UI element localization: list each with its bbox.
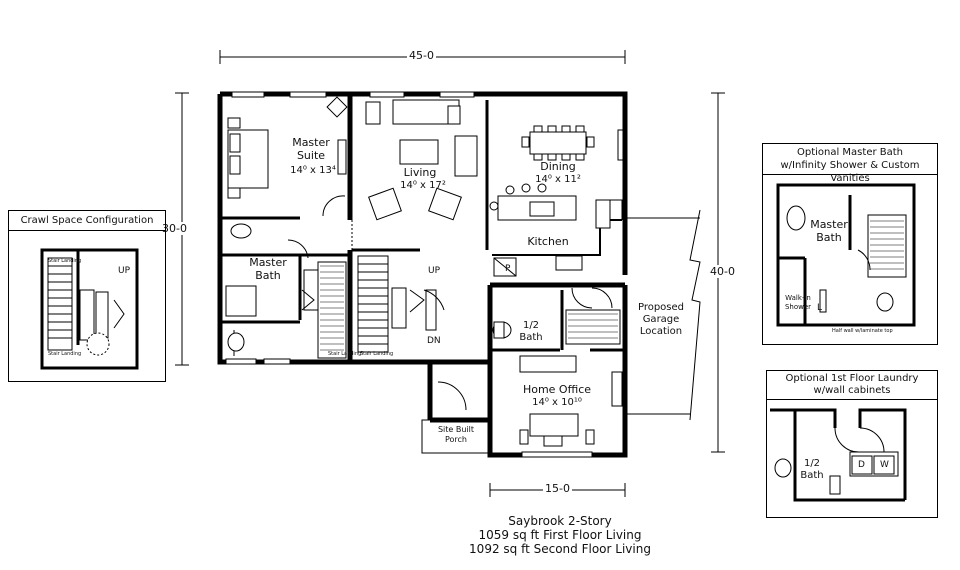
room-kitchen: Kitchen bbox=[527, 235, 569, 248]
garage-label: Proposed Garage Location bbox=[637, 302, 685, 337]
room-dining-size: 14⁰ x 11² bbox=[535, 174, 581, 185]
room-home-office-size: 14⁰ x 10¹⁰ bbox=[532, 397, 582, 408]
crawl-space-inset: Crawl Space Configuration bbox=[8, 210, 166, 382]
stairs bbox=[357, 255, 445, 353]
washer-mark: W bbox=[880, 460, 889, 470]
room-half-bath: 1/2 Bath bbox=[519, 320, 543, 343]
crawl-inset-drawing bbox=[40, 248, 139, 370]
laundry-inset-title: Optional 1st Floor Laundry w/wall cabine… bbox=[767, 373, 937, 400]
crawl-stair-landing-top: Stair Landing bbox=[48, 258, 82, 264]
living-furniture bbox=[351, 99, 478, 250]
dimension-left: 30-0 bbox=[160, 222, 189, 235]
room-dining: Dining bbox=[540, 160, 576, 173]
crawl-stair-landing-bottom: Stair Landing bbox=[48, 351, 82, 357]
walk-in-shower-label: Walk-in Shower bbox=[784, 294, 812, 311]
master-bath-inset-title: Optional Master Bath w/Infinity Shower &… bbox=[763, 146, 937, 184]
second-floor-area: 1092 sq ft Second Floor Living bbox=[469, 542, 651, 556]
plan-name: Saybrook 2-Story bbox=[508, 514, 612, 528]
master-bath-inset-drawing bbox=[776, 183, 916, 327]
room-master-bath: Master Bath bbox=[249, 256, 287, 282]
master-bath-fixtures bbox=[225, 223, 347, 359]
master-bath-inset-room: Master Bath bbox=[810, 218, 848, 244]
dimension-bottom: 15-0 bbox=[543, 482, 572, 495]
stair-landing-label-1: Stair Landing bbox=[328, 351, 362, 357]
inset-l-mark: L bbox=[817, 303, 823, 313]
dimension-top: 45-0 bbox=[407, 49, 436, 62]
crawl-up-mark: UP bbox=[118, 266, 131, 276]
dimension-right: 40-0 bbox=[708, 265, 737, 278]
room-porch: Site Built Porch bbox=[437, 425, 475, 444]
dining-kitchen-fixtures bbox=[489, 125, 623, 277]
room-living: Living bbox=[403, 166, 437, 179]
windows bbox=[225, 91, 624, 458]
half-bath-office-fixtures bbox=[437, 287, 623, 447]
room-master-suite-size: 14⁰ x 13⁴ bbox=[290, 165, 336, 176]
master-suite-furniture bbox=[227, 96, 348, 217]
stair-up-mark: UP bbox=[428, 266, 441, 276]
pantry-mark: P bbox=[505, 264, 511, 274]
stair-down-mark: DN bbox=[427, 336, 441, 346]
room-living-size: 14⁰ x 17² bbox=[400, 180, 446, 191]
laundry-half-bath: 1/2 Bath bbox=[800, 458, 824, 481]
laundry-inset: Optional 1st Floor Laundry w/wall cabine… bbox=[766, 370, 938, 518]
master-bath-inset: Optional Master Bath w/Infinity Shower &… bbox=[762, 143, 938, 345]
first-floor-area: 1059 sq ft First Floor Living bbox=[478, 528, 642, 542]
room-home-office: Home Office bbox=[522, 383, 592, 396]
stair-landing-label-2: Stair Landing bbox=[360, 351, 394, 357]
porch-outline bbox=[421, 419, 491, 454]
dryer-mark: D bbox=[858, 460, 865, 470]
crawl-space-title: Crawl Space Configuration bbox=[9, 215, 165, 231]
garage-lines bbox=[625, 209, 701, 421]
half-wall-note: Half wall w/laminate top bbox=[832, 328, 893, 334]
room-master-suite: Master Suite bbox=[292, 136, 330, 162]
interior-walls bbox=[222, 100, 625, 352]
laundry-inset-drawing bbox=[770, 408, 907, 502]
